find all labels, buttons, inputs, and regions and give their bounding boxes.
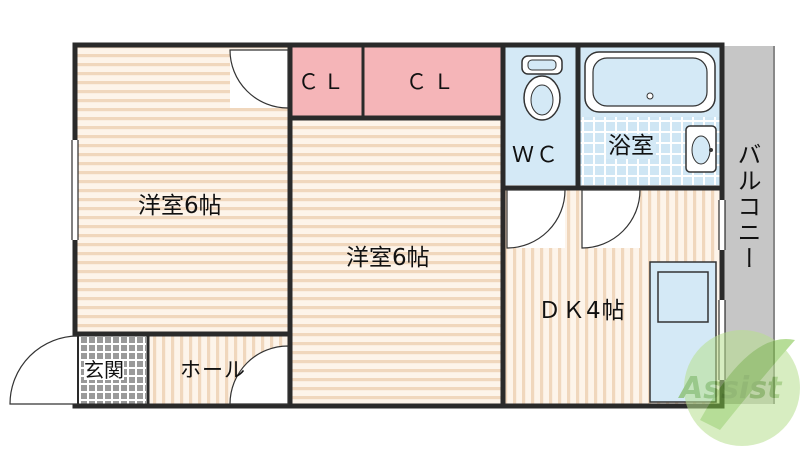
western-room-1-label: 洋室6帖 bbox=[138, 193, 222, 219]
closet-1-label: ＣＬ bbox=[298, 70, 348, 94]
western-room-2-floor bbox=[290, 118, 502, 404]
door-swing-entrance bbox=[6, 335, 79, 405]
door-swing-hall bbox=[229, 345, 289, 405]
entrance-label: 玄関 bbox=[84, 358, 124, 382]
closet-2-label: ＣＬ bbox=[406, 70, 460, 94]
door-swing-wc bbox=[506, 189, 566, 249]
door-swing-bath bbox=[581, 189, 641, 249]
bathtub-icon bbox=[584, 51, 716, 113]
door-swing-room1 bbox=[229, 49, 289, 109]
bathroom-label: 浴室 bbox=[606, 133, 656, 159]
closet-1-area bbox=[290, 47, 362, 117]
balcony-label: バルコニー bbox=[733, 142, 761, 272]
closet-2-area bbox=[364, 47, 502, 117]
assist-logo: Assist bbox=[678, 330, 800, 446]
wash-basin-icon bbox=[685, 125, 717, 173]
wc-label: ＷＣ bbox=[512, 143, 561, 168]
dk-label: ＤＫ4帖 bbox=[538, 298, 626, 324]
svg-text:Assist: Assist bbox=[678, 371, 783, 406]
hall-label: ホール bbox=[180, 358, 246, 382]
western-room-2-label: 洋室6帖 bbox=[346, 245, 430, 271]
toilet-icon bbox=[521, 55, 563, 121]
